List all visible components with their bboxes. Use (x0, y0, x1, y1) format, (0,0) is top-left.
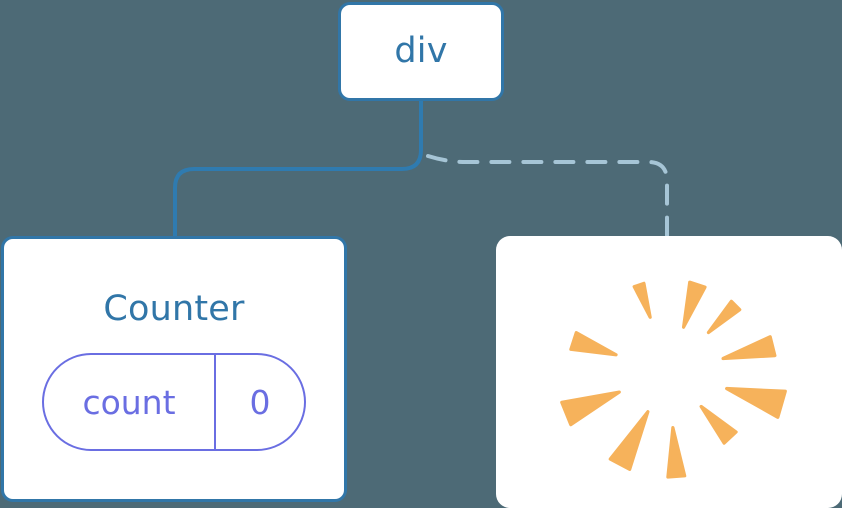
edge-div-to-counter (173, 99, 423, 240)
sparkle-ray-1 (706, 299, 742, 335)
node-counter[interactable]: Counter count 0 (1, 236, 347, 502)
edge-div-to-rerender (426, 154, 669, 240)
node-div[interactable]: div (338, 2, 504, 101)
sparkle-burst-icon (560, 280, 787, 479)
state-pill-key: count (44, 355, 216, 449)
node-counter-label: Counter (103, 289, 245, 329)
node-rerender[interactable] (496, 236, 842, 508)
state-pill-count[interactable]: count 0 (42, 353, 306, 451)
state-value-label: 0 (249, 382, 271, 422)
sparkle-ray-3 (725, 386, 787, 419)
state-key-label: count (82, 382, 176, 422)
sparkle-ray-4 (699, 404, 738, 445)
sparkle-ray-2 (721, 335, 777, 361)
sparkle-ray-6 (608, 410, 650, 471)
sparkle-ray-0 (681, 280, 707, 329)
state-pill-value: 0 (216, 355, 304, 449)
sparkle-ray-5 (666, 425, 687, 479)
sparkle-ray-9 (632, 281, 652, 319)
sparkle-ray-7 (560, 390, 621, 427)
node-div-label: div (394, 31, 448, 71)
sparkle-ray-8 (569, 331, 618, 357)
